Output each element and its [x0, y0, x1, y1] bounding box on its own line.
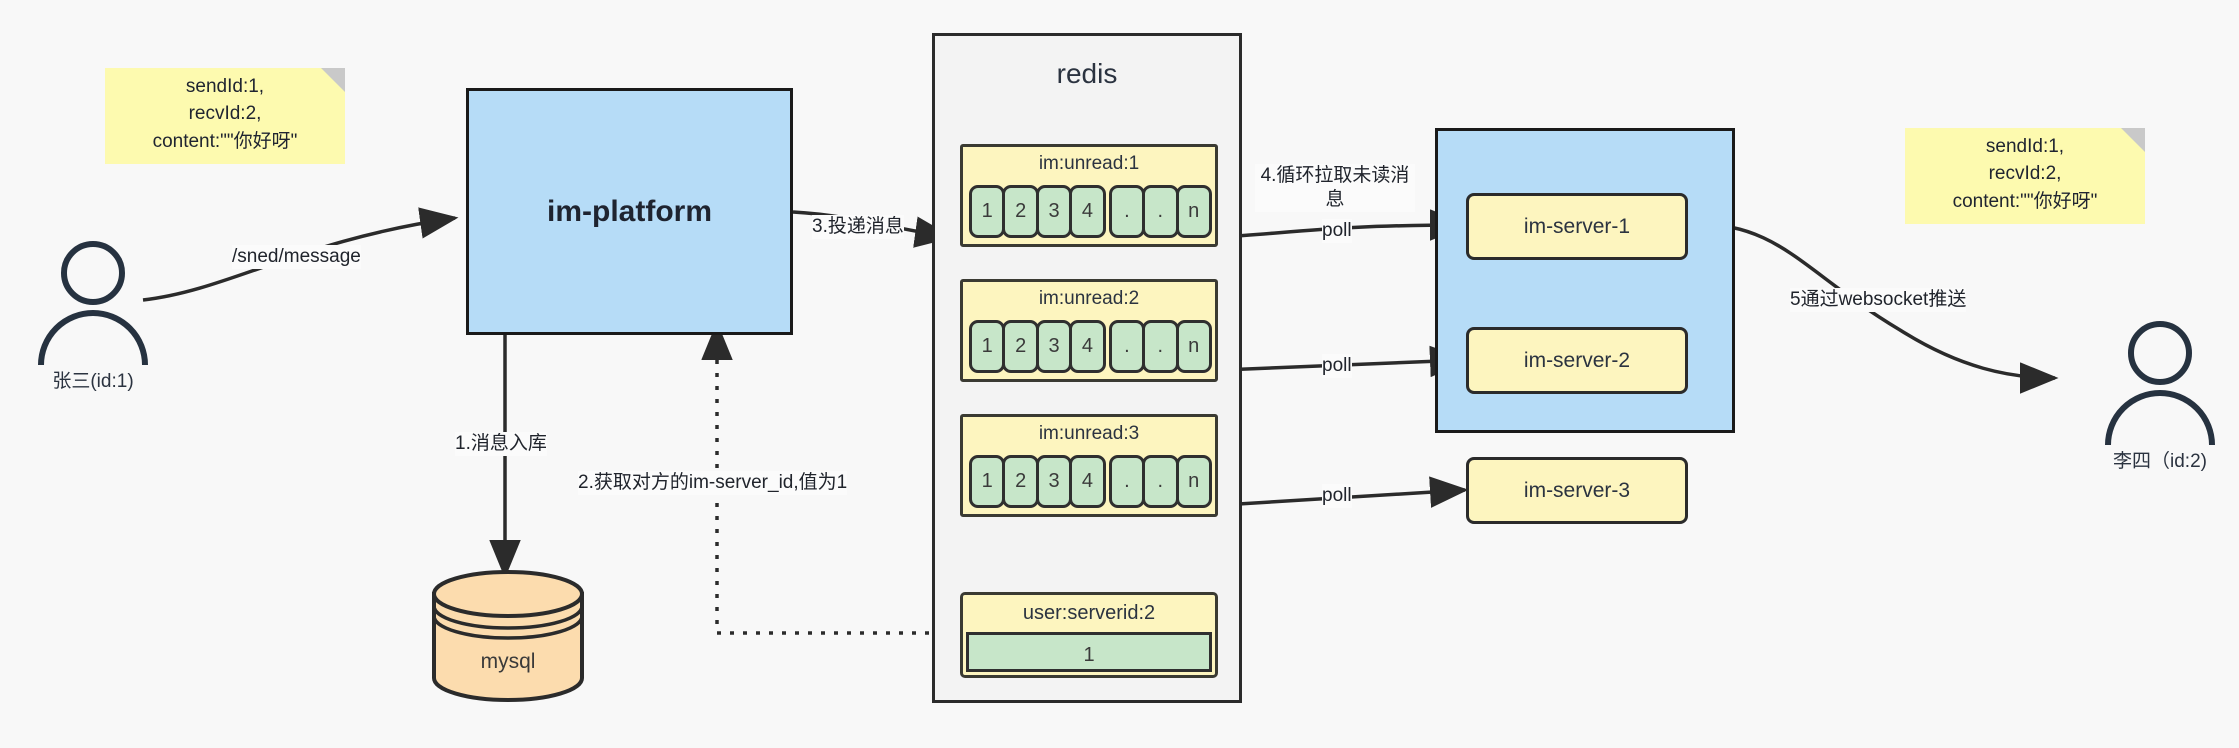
user-icon [38, 241, 148, 366]
note-sender-payload: sendId:1, recvId:2, content:""你好呀" [105, 68, 345, 164]
edge-label-poll-1: poll [1322, 219, 1352, 243]
redis-list-cells-2: 1 2 3 4 . . n [969, 320, 1212, 373]
cell: n [1175, 320, 1212, 373]
cell: 2 [1002, 455, 1039, 508]
actor-receiver-label: 李四（id:2) [2113, 451, 2207, 472]
note-sender-text: sendId:1, recvId:2, content:""你好呀" [152, 75, 298, 152]
im-server-2-label: im-server-2 [1523, 348, 1631, 372]
redis-list-im-unread-3[interactable]: im:unread:3 1 2 3 4 . . n [960, 414, 1218, 517]
edge-label-send-message: /sned/message [232, 245, 361, 269]
note-fold-icon [321, 68, 345, 92]
cell: n [1175, 455, 1212, 508]
redis-list-im-unread-1[interactable]: im:unread:1 1 2 3 4 . . n [960, 144, 1218, 247]
redis-list-cells-1: 1 2 3 4 . . n [969, 185, 1212, 238]
im-server-1-label: im-server-1 [1523, 214, 1631, 238]
cell: 2 [1002, 320, 1039, 373]
cell: . [1108, 320, 1146, 373]
cell: 3 [1035, 320, 1073, 373]
cell: n [1175, 185, 1212, 238]
im-server-1-box[interactable]: im-server-1 [1466, 193, 1688, 260]
redis-list-cells-3: 1 2 3 4 . . n [969, 455, 1212, 508]
actor-sender-label: 张三(id:1) [52, 371, 134, 392]
im-server-3-label: im-server-3 [1523, 478, 1631, 502]
cell: 3 [1035, 185, 1073, 238]
cell: . [1142, 455, 1179, 508]
cell: 1 [969, 455, 1006, 508]
note-receiver-text: sendId:1, recvId:2, content:""你好呀" [1952, 135, 2098, 212]
note-fold-icon [2121, 128, 2145, 152]
actor-sender: 张三(id:1) [28, 240, 158, 400]
edge-label-step3: 3.投递消息 [812, 215, 904, 239]
redis-container: redis im:unread:1 1 2 3 4 . . n im:unrea… [932, 33, 1242, 703]
cell: 2 [1002, 185, 1039, 238]
mysql-label-text: mysql [481, 650, 536, 673]
cell: 1 [969, 320, 1006, 373]
redis-list-key-1: im:unread:1 [1038, 153, 1140, 174]
cell: 4 [1069, 185, 1106, 238]
redis-list-im-unread-2[interactable]: im:unread:2 1 2 3 4 . . n [960, 279, 1218, 382]
mysql-database[interactable]: mysql [428, 568, 588, 703]
cell: . [1108, 185, 1146, 238]
im-server-3-box[interactable]: im-server-3 [1466, 457, 1688, 524]
cell: . [1108, 455, 1146, 508]
im-platform-box[interactable]: im-platform [466, 88, 793, 335]
edge-label-poll-3: poll [1322, 484, 1352, 508]
cell: . [1142, 320, 1179, 373]
redis-title: redis [1056, 58, 1118, 89]
edge-label-step1: 1.消息入库 [455, 432, 547, 456]
cell: 4 [1069, 455, 1106, 508]
redis-list-key-2: im:unread:2 [1038, 288, 1140, 309]
cell: 1 [969, 185, 1006, 238]
database-cylinder-icon: mysql [432, 570, 584, 702]
edge-label-step5: 5通过websocket推送 [1790, 288, 1967, 312]
note-receiver-payload: sendId:1, recvId:2, content:""你好呀" [1905, 128, 2145, 224]
cell: 3 [1035, 455, 1073, 508]
redis-kv-user-serverid[interactable]: user:serverid:2 1 [960, 592, 1218, 678]
actor-receiver: 李四（id:2) [2095, 320, 2225, 480]
im-server-2-box[interactable]: im-server-2 [1466, 327, 1688, 394]
cell: . [1142, 185, 1179, 238]
redis-kv-key: user:serverid:2 [1022, 602, 1156, 624]
edge-label-poll-2: poll [1322, 354, 1352, 378]
im-platform-label: im-platform [547, 194, 712, 228]
redis-list-key-3: im:unread:3 [1038, 423, 1140, 444]
edge-label-step4: 4.循环拉取未读消 息 [1255, 164, 1415, 212]
cell: 4 [1069, 320, 1106, 373]
redis-kv-value: 1 [966, 632, 1212, 672]
user-icon [2105, 321, 2215, 446]
edge-label-step2: 2.获取对方的im-server_id,值为1 [578, 471, 848, 495]
im-server-cluster: im-server-1 im-server-2 im-server-3 [1435, 128, 1735, 524]
